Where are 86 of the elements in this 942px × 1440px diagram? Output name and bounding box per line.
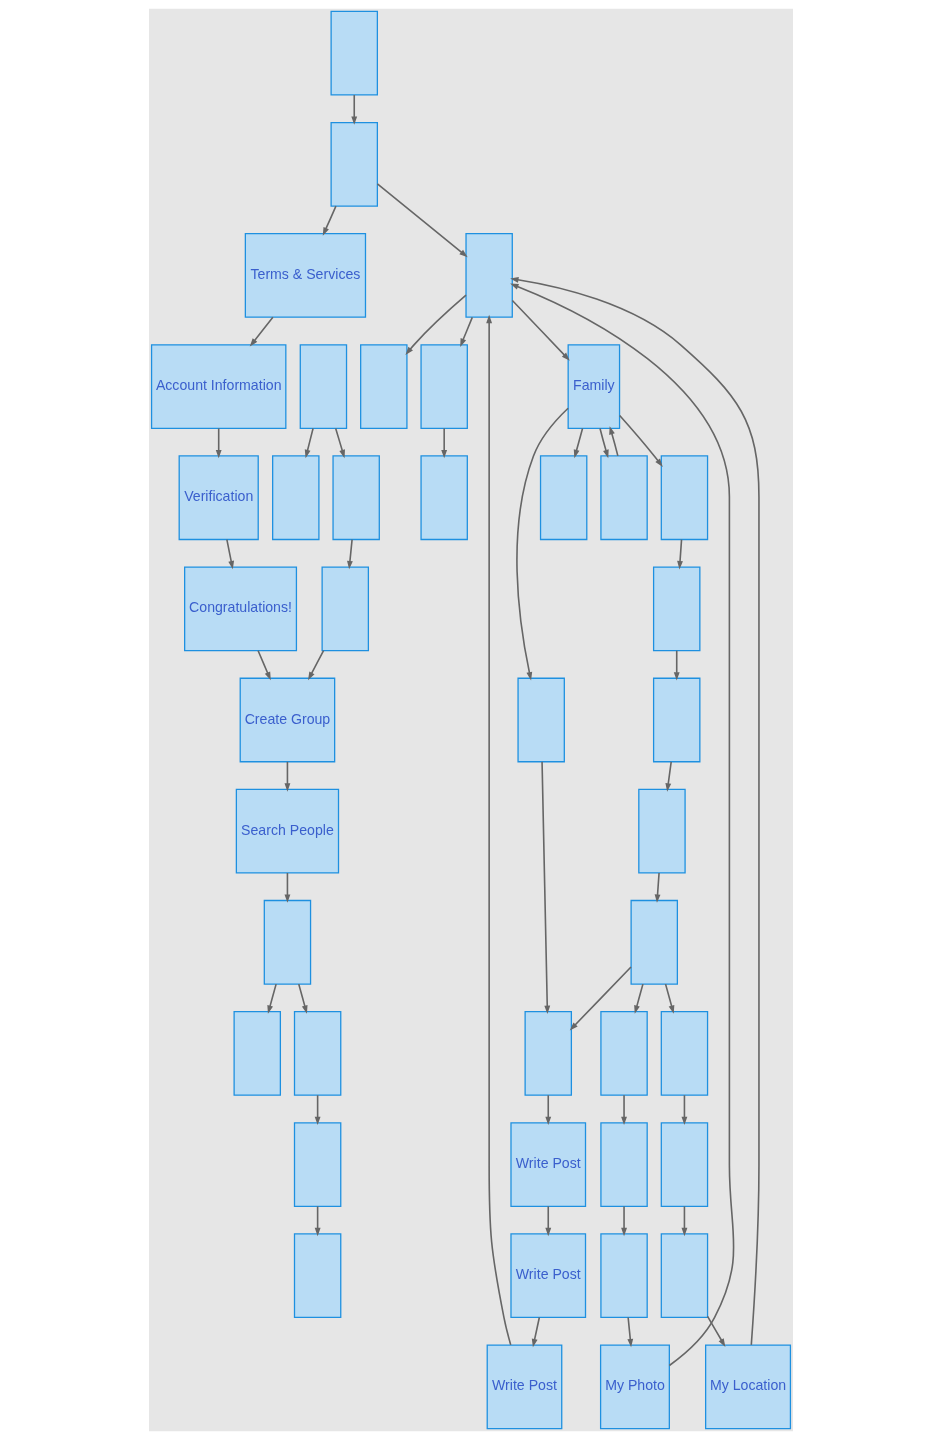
node-box xyxy=(420,455,468,541)
node-box xyxy=(630,899,678,985)
node-box xyxy=(660,1122,709,1207)
arrow xyxy=(405,294,467,356)
node-box: Congratulations! xyxy=(184,566,298,652)
node-box xyxy=(293,1233,342,1319)
node-box xyxy=(517,677,565,763)
node-box xyxy=(263,899,312,985)
arrow xyxy=(226,538,235,570)
arrow xyxy=(334,427,345,459)
arrow xyxy=(618,414,663,467)
arrow xyxy=(284,872,291,903)
node-box xyxy=(652,677,701,763)
arrow xyxy=(673,649,680,681)
arrow xyxy=(215,427,222,459)
node-box xyxy=(272,455,320,541)
arrow xyxy=(347,538,353,570)
node-box xyxy=(360,344,408,429)
arrow xyxy=(314,1094,321,1126)
node-box xyxy=(539,455,588,541)
node-box: Write Post xyxy=(510,1233,587,1319)
arrow xyxy=(322,205,337,236)
node-box xyxy=(332,455,380,541)
arrow xyxy=(627,1316,634,1348)
node-box xyxy=(600,1011,648,1096)
arrow xyxy=(257,649,271,681)
arrow xyxy=(681,1094,688,1126)
arrow xyxy=(304,427,314,459)
arrow xyxy=(314,1205,321,1237)
arrow xyxy=(609,426,619,457)
arrow xyxy=(376,183,468,258)
node-box: Verification xyxy=(178,455,259,541)
arrow xyxy=(545,1094,552,1126)
arrow xyxy=(706,1315,726,1348)
node-box xyxy=(293,1011,342,1096)
node-box xyxy=(299,344,348,429)
arrow xyxy=(460,316,474,347)
node-box xyxy=(465,233,513,318)
arrow xyxy=(308,649,325,681)
node-box: My Photo xyxy=(599,1344,670,1430)
arrow xyxy=(569,966,632,1031)
arrow xyxy=(284,761,291,792)
arrow xyxy=(541,761,551,1015)
arrow xyxy=(681,1205,688,1237)
arrow xyxy=(297,983,308,1014)
node-box xyxy=(600,455,648,541)
arrow xyxy=(486,314,512,1346)
arrow xyxy=(677,538,683,570)
arrow xyxy=(621,1094,627,1126)
node-box xyxy=(330,121,378,207)
arrow xyxy=(573,427,584,459)
node-box xyxy=(321,566,369,652)
arrow xyxy=(599,427,609,459)
node-box xyxy=(600,1233,648,1319)
node-box: Search People xyxy=(235,788,340,874)
node-box xyxy=(524,1011,572,1096)
node-box xyxy=(330,10,378,96)
arrow xyxy=(621,1205,627,1237)
node-box: Create Group xyxy=(239,677,336,763)
node-box: Write Post xyxy=(486,1344,563,1430)
arrow xyxy=(654,872,661,903)
arrow xyxy=(545,1205,552,1237)
node-box: My Location xyxy=(705,1344,792,1430)
node-box xyxy=(660,1011,709,1096)
arrow xyxy=(441,427,448,459)
node-box: Terms & Services xyxy=(244,233,367,318)
arrow xyxy=(511,299,570,361)
node-box xyxy=(420,344,468,429)
arrow xyxy=(665,761,672,792)
arrow xyxy=(267,983,277,1014)
node-box: Family xyxy=(567,344,621,429)
node-box xyxy=(660,1233,709,1319)
node-box: Account Information xyxy=(150,344,287,429)
arrow xyxy=(249,316,274,347)
node-box xyxy=(233,1011,281,1096)
node-box: Write Post xyxy=(510,1122,587,1207)
node-box xyxy=(293,1122,342,1207)
arrow xyxy=(664,983,675,1014)
arrow xyxy=(634,983,644,1014)
arrow xyxy=(351,94,358,125)
arrow xyxy=(531,1316,541,1348)
node-box xyxy=(652,566,701,652)
node-box xyxy=(660,455,709,541)
arrow xyxy=(516,407,569,681)
node-box xyxy=(638,788,686,874)
node-box xyxy=(600,1122,648,1207)
